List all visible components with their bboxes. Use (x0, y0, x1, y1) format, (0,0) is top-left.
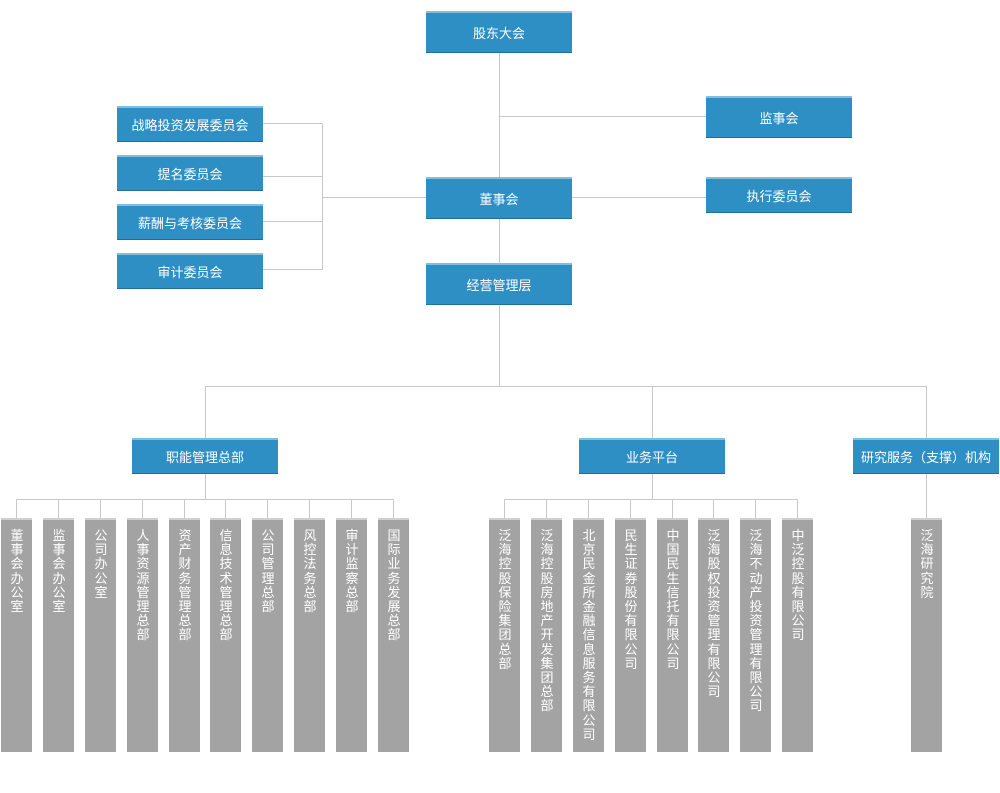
committee-label: 审计委员会 (157, 266, 223, 281)
committee-strategy-box: 战略投资发展委员会 (117, 106, 263, 141)
unit-label: 泛海控股房地产开发集团总部 (540, 529, 554, 715)
unit-label: 信息技术管理总部 (219, 529, 233, 644)
unit-label: 中国民生信托有限公司 (666, 529, 680, 672)
functional-unit: 监事会办公室 (43, 518, 74, 752)
supervisory-board-label: 监事会 (759, 112, 799, 127)
unit-label: 北京民金所金融信息服务有限公司 (582, 529, 596, 743)
committee-label: 薪酬与考核委员会 (137, 217, 242, 232)
unit-label: 泛海研究院 (920, 529, 934, 601)
shareholders-meeting-label: 股东大会 (472, 27, 525, 42)
unit-label: 董事会办公室 (10, 529, 24, 616)
functional-management-box: 职能管理总部 (132, 438, 278, 473)
unit-label: 国际业务发展总部 (387, 529, 401, 644)
shareholders-meeting-box: 股东大会 (426, 11, 572, 52)
unit-label: 中泛控股有限公司 (791, 529, 805, 644)
unit-label: 监事会办公室 (52, 529, 66, 616)
unit-label: 资产财务管理总部 (178, 529, 192, 644)
unit-label: 审计监察总部 (345, 529, 359, 616)
research-services-box: 研究服务（支撑）机构 (853, 438, 999, 473)
board-of-directors-label: 董事会 (479, 193, 519, 208)
unit-label: 泛海控股保险集团总部 (498, 529, 512, 672)
research-unit: 泛海研究院 (911, 518, 942, 752)
unit-label: 公司办公室 (94, 529, 108, 601)
supervisory-board-box: 监事会 (706, 96, 852, 137)
business-unit: 中泛控股有限公司 (782, 518, 813, 752)
executive-committee-box: 执行委员会 (706, 177, 852, 212)
unit-label: 民生证券股份有限公司 (624, 529, 638, 672)
executive-committee-label: 执行委员会 (746, 190, 812, 205)
group-label: 业务平台 (625, 451, 678, 466)
functional-unit: 董事会办公室 (1, 518, 32, 752)
functional-unit: 审计监察总部 (336, 518, 367, 752)
functional-unit: 公司管理总部 (252, 518, 283, 752)
business-unit: 泛海控股房地产开发集团总部 (531, 518, 562, 752)
unit-label: 人事资源管理总部 (136, 529, 150, 644)
unit-label: 公司管理总部 (261, 529, 275, 616)
business-unit: 泛海股权投资管理有限公司 (698, 518, 729, 752)
business-unit: 泛海不动产投资管理有限公司 (740, 518, 771, 752)
functional-unit: 信息技术管理总部 (210, 518, 241, 752)
committee-nomination-box: 提名委员会 (117, 155, 263, 190)
functional-unit: 人事资源管理总部 (127, 518, 158, 752)
group-label: 职能管理总部 (165, 451, 244, 466)
group-label: 研究服务（支撑）机构 (860, 451, 991, 466)
functional-unit: 资产财务管理总部 (169, 518, 200, 752)
business-platform-box: 业务平台 (579, 438, 725, 473)
functional-unit: 国际业务发展总部 (378, 518, 409, 752)
committee-compensation-box: 薪酬与考核委员会 (117, 204, 263, 239)
business-unit: 民生证券股份有限公司 (615, 518, 646, 752)
committee-label: 战略投资发展委员会 (131, 119, 249, 134)
unit-label: 泛海股权投资管理有限公司 (707, 529, 721, 701)
board-of-directors-box: 董事会 (426, 177, 572, 218)
business-unit: 泛海控股保险集团总部 (489, 518, 520, 752)
committee-audit-box: 审计委员会 (117, 253, 263, 288)
functional-unit: 公司办公室 (85, 518, 116, 752)
business-unit: 中国民生信托有限公司 (657, 518, 688, 752)
management-label: 经营管理层 (466, 279, 532, 294)
unit-label: 泛海不动产投资管理有限公司 (749, 529, 763, 715)
unit-label: 风控法务总部 (303, 529, 317, 616)
functional-unit: 风控法务总部 (294, 518, 325, 752)
committee-label: 提名委员会 (157, 168, 223, 183)
business-unit: 北京民金所金融信息服务有限公司 (573, 518, 604, 752)
management-box: 经营管理层 (426, 263, 572, 304)
